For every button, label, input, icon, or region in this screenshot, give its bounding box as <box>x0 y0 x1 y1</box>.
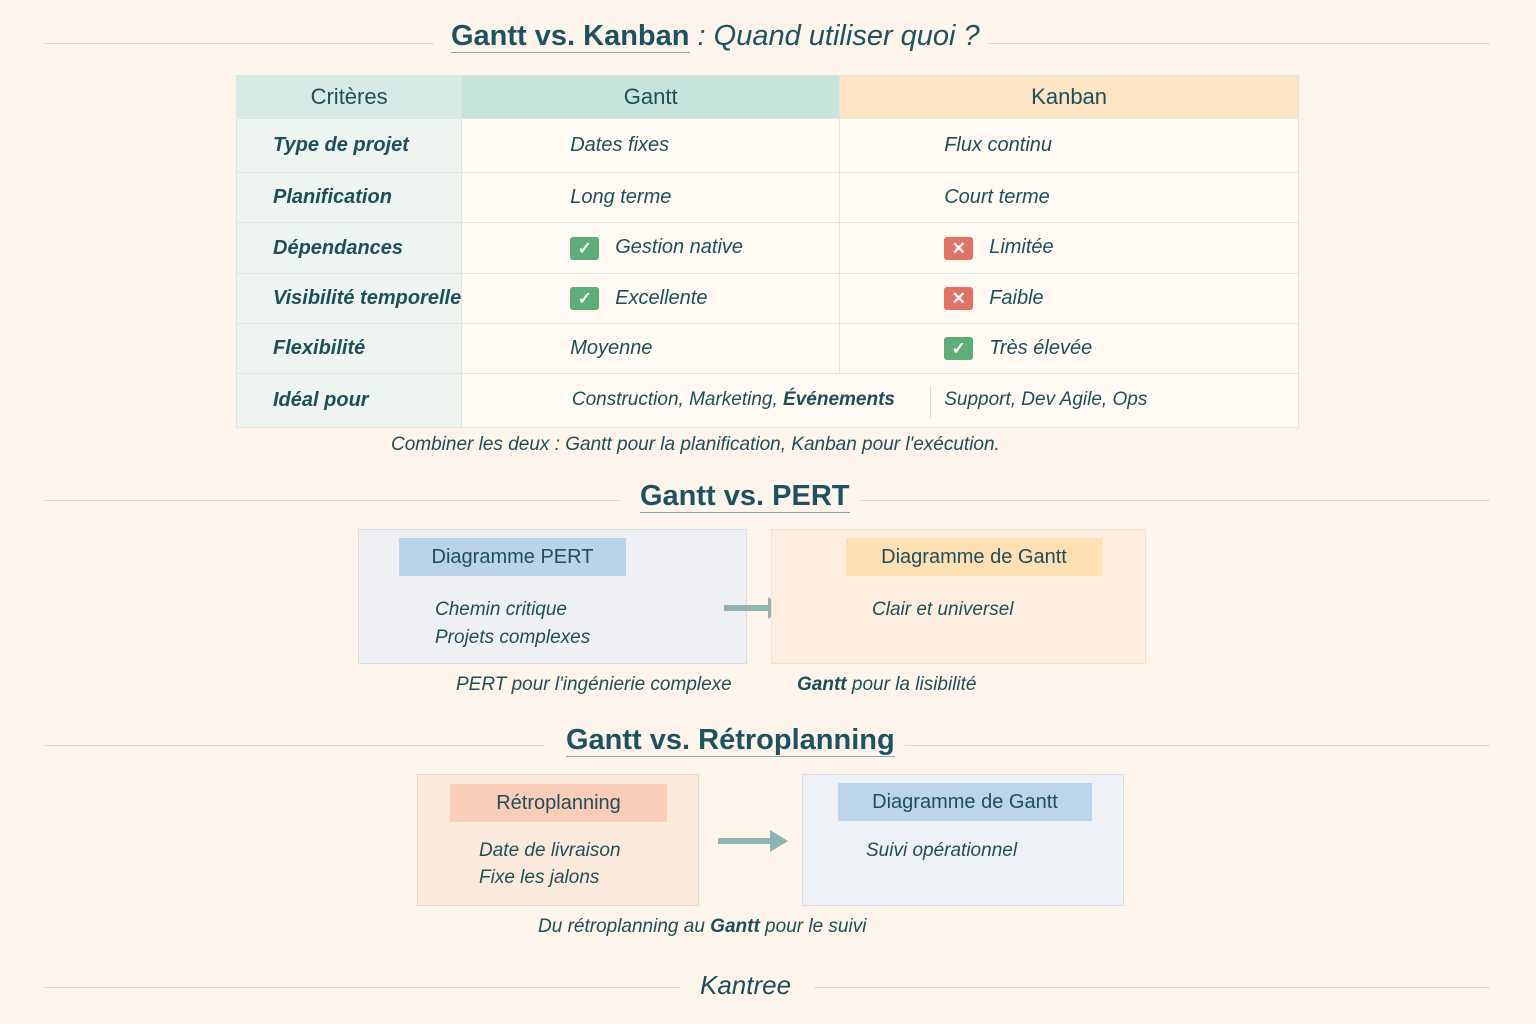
caption-text: Du rétroplanning au <box>538 916 711 937</box>
pert-caption: PERT pour l'ingénierie complexe <box>456 674 732 695</box>
pert-label: Diagramme PERT <box>399 538 626 576</box>
gantt-cell: ✓ Gestion native <box>461 222 841 274</box>
kanban-cell: ✕ Faible <box>839 273 1299 324</box>
gantt-cell: Long terme <box>461 172 841 223</box>
caption-text: pour le suivi <box>759 916 867 937</box>
comparison-table: Critères Gantt Kanban Type de projet Dat… <box>235 75 1299 428</box>
arrow-right-icon <box>724 597 786 619</box>
divider <box>860 500 1490 501</box>
criterion: Dépendances <box>235 222 463 274</box>
criterion: Type de projet <box>235 118 463 173</box>
brand-footer: Kantree <box>700 970 792 1000</box>
line: Suivi opérationnel <box>866 840 1018 861</box>
retro-label: Rétroplanning <box>450 784 667 822</box>
divider <box>44 500 620 501</box>
criterion: Flexibilité <box>235 323 463 374</box>
criterion: Idéal pour <box>235 373 463 428</box>
line: Projets complexes <box>435 627 591 648</box>
divider <box>905 745 1490 746</box>
check-icon: ✓ <box>570 236 600 260</box>
kanban-value: Faible <box>989 286 1044 309</box>
title-text: Gantt vs. Rétroplanning <box>566 724 895 757</box>
kanban-cell: ✓ Très élevée <box>839 323 1299 374</box>
kanban-ideal: Support, Dev Agile, Ops <box>944 389 1148 410</box>
divider <box>988 43 1490 44</box>
gantt-ideal: Construction, Marketing, Événements <box>572 389 895 411</box>
gantt-cell: Moyenne <box>461 323 841 374</box>
criterion: Visibilité temporelle <box>235 273 463 324</box>
caption-bold: Gantt <box>710 916 760 937</box>
kanban-cell: ✕ Limitée <box>839 222 1299 274</box>
divider <box>814 987 1490 988</box>
criterion: Planification <box>235 172 463 223</box>
divider <box>44 745 544 746</box>
arrow-right-icon <box>718 830 788 852</box>
kanban-value: Très élevée <box>989 336 1093 359</box>
gantt-value: Gestion native <box>615 236 744 259</box>
gantt-label: Diagramme de Gantt <box>846 538 1102 576</box>
section-title-retro: Gantt vs. Rétroplanning <box>566 724 895 757</box>
gantt-value: Excellente <box>615 286 708 309</box>
divider <box>930 386 932 418</box>
caption-text: pour la lisibilité <box>846 674 977 695</box>
gantt-cell: ✓ Excellente <box>461 273 841 324</box>
line: Chemin critique <box>435 599 567 620</box>
table-row: Flexibilité Moyenne ✓ Très élevée <box>235 323 1299 374</box>
retro-caption: Du rétroplanning au Gantt pour le suivi <box>538 916 866 938</box>
table-note: Combiner les deux : Gantt pour la planif… <box>391 434 1000 455</box>
kanban-value: Limitée <box>989 236 1054 259</box>
gantt-value-bold: Événements <box>783 389 895 410</box>
caption-bold: Gantt <box>797 674 847 695</box>
gantt-label: Diagramme de Gantt <box>838 783 1092 821</box>
title-text: Gantt vs. PERT <box>640 480 850 513</box>
gantt-box: Diagramme de Gantt Clair et universel <box>771 529 1146 664</box>
kanban-cell: Court terme <box>839 172 1299 223</box>
table-row: Type de projet Dates fixes Flux continu <box>235 118 1299 173</box>
table-row: Visibilité temporelle ✓ Excellente ✕ Faibl… <box>235 273 1299 324</box>
gantt-cell: Dates fixes <box>461 118 841 173</box>
kanban-cell: Flux continu <box>839 118 1299 173</box>
section-title-kanban: Gantt vs. Kanban : Quand utiliser quoi ? <box>451 20 980 53</box>
header-criteria: Critères <box>235 75 463 119</box>
check-icon: ✓ <box>570 287 600 311</box>
table-row: Planification Long terme Court terme <box>235 172 1299 223</box>
gantt-caption: Gantt pour la lisibilité <box>797 674 977 696</box>
table-header: Critères Gantt Kanban <box>235 75 1299 119</box>
divider <box>44 43 434 44</box>
cross-icon: ✕ <box>944 287 974 311</box>
title-bold: Gantt vs. Kanban <box>451 20 690 53</box>
gantt-box-2: Diagramme de Gantt Suivi opérationnel <box>802 774 1124 906</box>
header-gantt: Gantt <box>461 75 841 119</box>
header-kanban: Kanban <box>839 75 1299 119</box>
gantt-value: Construction, Marketing, <box>571 389 784 410</box>
section-title-pert: Gantt vs. PERT <box>640 480 850 513</box>
line: Date de livraison <box>479 840 621 861</box>
cross-icon: ✕ <box>944 236 974 260</box>
line: Fixe les jalons <box>479 867 600 888</box>
title-rest: : Quand utiliser quoi ? <box>689 20 980 52</box>
check-icon: ✓ <box>944 337 974 361</box>
table-row: Dépendances ✓ Gestion native ✕ Limitée <box>235 222 1299 274</box>
ideal-cell: Construction, Marketing, Événements Supp… <box>461 373 1299 428</box>
divider <box>44 987 680 988</box>
table-row: Idéal pour Construction, Marketing, Évén… <box>235 373 1299 428</box>
line: Clair et universel <box>872 599 1014 620</box>
